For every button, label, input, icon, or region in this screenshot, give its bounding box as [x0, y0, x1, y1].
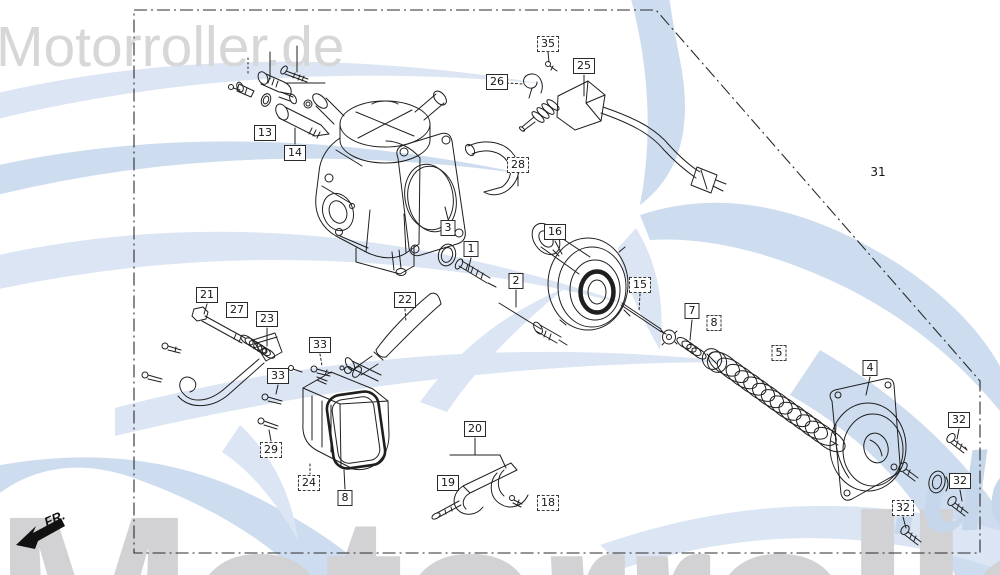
part-label-27: 27	[226, 302, 248, 318]
part-label-3: 3	[440, 220, 456, 236]
part-label-32: 32	[949, 473, 971, 489]
part-label-20: 20	[464, 421, 486, 437]
part-label-33: 33	[267, 368, 289, 384]
throttle-linkage	[142, 307, 331, 429]
part-label-4: 4	[862, 360, 878, 376]
cable-bracket	[431, 463, 528, 520]
part-label-35: 35	[537, 36, 559, 52]
watermark-bottom-text: Motorroller	[0, 480, 1000, 575]
part-label-5: 5	[771, 345, 787, 361]
part-label-26: 26	[486, 74, 508, 90]
part-label-24: 24	[298, 475, 320, 491]
part-label-14: 14	[284, 145, 306, 161]
part-label-28: 28	[507, 157, 529, 173]
compression-spring	[704, 347, 849, 457]
part-label-21: 21	[196, 287, 218, 303]
float-chamber	[289, 356, 390, 470]
part-label-32: 32	[892, 500, 914, 516]
part-label-7: 7	[684, 303, 700, 319]
jet-needle	[499, 303, 567, 345]
auto-choke-unit	[519, 62, 726, 194]
part-label-2: 2	[508, 273, 524, 289]
part-label-8: 8	[706, 315, 722, 331]
part-label-1: 1	[463, 241, 479, 257]
part-label-22: 22	[394, 292, 416, 308]
cover-bolts	[897, 432, 968, 545]
throttle-body-gasket	[397, 133, 465, 268]
part-label-31: 31	[870, 165, 886, 179]
chamber-cover	[830, 379, 906, 501]
part-label-23: 23	[256, 311, 278, 327]
part-label-18: 18	[537, 495, 559, 511]
part-label-33: 33	[309, 337, 331, 353]
vacuum-piston-diaphragm	[526, 218, 630, 330]
leader-lines	[204, 46, 962, 528]
part-label-15: 15	[629, 277, 651, 293]
carburetor-body	[310, 89, 449, 276]
front-direction-arrow	[16, 518, 65, 549]
part-label-8: 8	[337, 490, 353, 506]
part-label-32: 32	[948, 412, 970, 428]
part-label-19: 19	[437, 475, 459, 491]
part-label-29: 29	[260, 442, 282, 458]
part-label-13: 13	[254, 125, 276, 141]
part-label-25: 25	[573, 58, 595, 74]
throttle-stop-screw	[454, 258, 496, 287]
part-label-16: 16	[544, 224, 566, 240]
diagram-frame	[134, 10, 980, 553]
